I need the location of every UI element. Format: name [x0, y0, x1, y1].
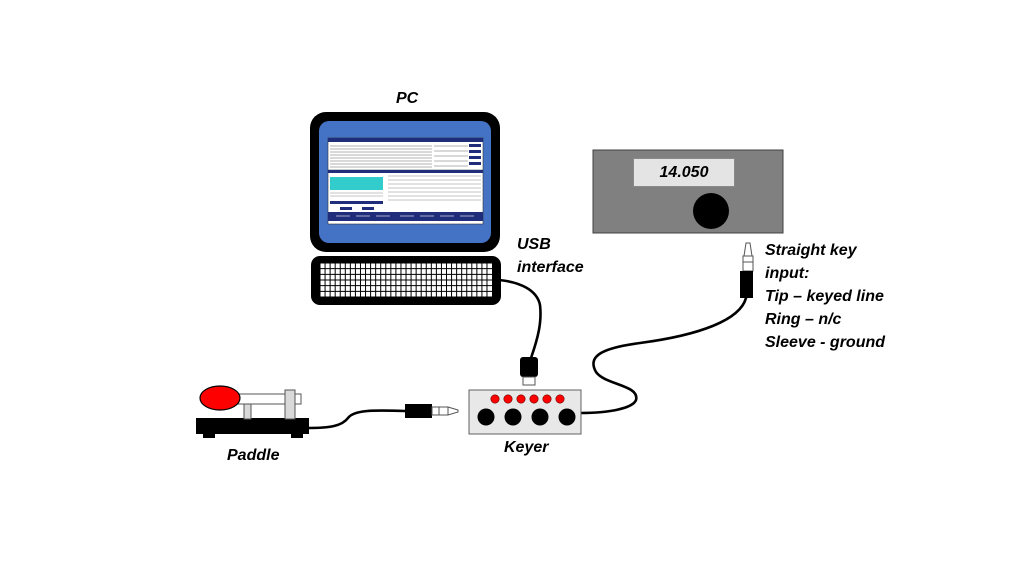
label-keyer: Keyer [504, 439, 549, 456]
straight-key-line-1: Straight key [765, 242, 857, 259]
paddle [196, 385, 309, 438]
keyer-led-3 [516, 394, 526, 404]
keyer [468, 389, 582, 435]
straight-key-line-2: input: [765, 265, 810, 282]
paddle-jack [405, 404, 459, 418]
paddle-cable [306, 409, 407, 430]
straight-key-line-4: Ring – n/c [765, 311, 842, 328]
usb-cable [497, 278, 542, 360]
straight-key-jack [740, 242, 754, 298]
straight-key-line-5: Sleeve - ground [765, 334, 886, 351]
usb-plug [520, 357, 538, 386]
label-usb-line2: interface [517, 259, 584, 276]
radio-frequency-display: 14.050 [633, 158, 735, 187]
keyer-button-4[interactable] [558, 408, 576, 426]
keyer-led-2 [503, 394, 513, 404]
keyer-led-1 [490, 394, 500, 404]
pc-keyboard [311, 256, 501, 305]
screen-highlight-field [330, 177, 383, 190]
radio-cable [579, 296, 748, 415]
keyer-button-1[interactable] [477, 408, 495, 426]
straight-key-line-3: Tip – keyed line [765, 288, 884, 305]
pc-monitor [310, 112, 500, 252]
keyer-button-3[interactable] [531, 408, 549, 426]
cables [306, 278, 748, 430]
keyer-buttons [477, 408, 576, 426]
label-straight-key-input: Straight key input: Tip – keyed line Rin… [765, 239, 885, 354]
label-usb-interface: USB interface [517, 233, 584, 279]
label-usb-line1: USB [517, 236, 551, 253]
paddle-knob [199, 385, 241, 411]
keyer-led-4 [529, 394, 539, 404]
keyer-led-5 [542, 394, 552, 404]
label-paddle: Paddle [227, 447, 280, 464]
keyer-button-2[interactable] [504, 408, 522, 426]
logging-software-screen [327, 137, 484, 225]
keyer-leds [490, 394, 565, 404]
tuning-knob [693, 193, 729, 229]
label-pc: PC [396, 90, 419, 107]
keyer-led-6 [555, 394, 565, 404]
